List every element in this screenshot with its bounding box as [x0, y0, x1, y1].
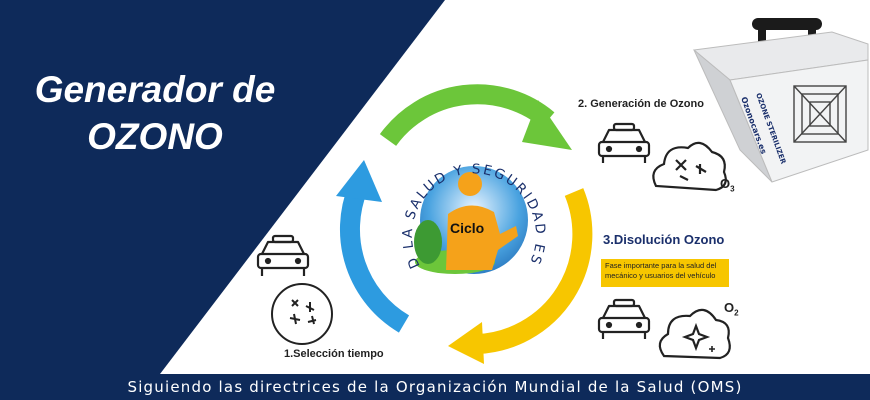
step-2-label: 2. Generación de Ozono [578, 98, 704, 110]
clean-cloud-icon [658, 308, 731, 360]
step-1-label: 1.Selección tiempo [284, 348, 384, 360]
yellow-cycle-arrow [448, 188, 593, 364]
o2-sub: 2 [734, 308, 739, 318]
o3-base: O [720, 176, 731, 191]
car-icon [597, 122, 651, 163]
green-cycle-arrow [379, 84, 572, 150]
ozone-formula: O3 [720, 176, 735, 194]
oxygen-formula: O2 [724, 300, 739, 318]
blue-cycle-arrow [336, 160, 410, 333]
center-label: Ciclo [450, 220, 485, 236]
step-3-label: 3.Disolución Ozono [603, 232, 725, 247]
center-photo [414, 166, 528, 274]
title-line-2: OZONO [87, 116, 223, 157]
ozone-generator-device: Ozonocars.es OZONE STERILIZER [692, 18, 869, 183]
page-title: Generador de OZONO [20, 66, 290, 160]
o2-base: O [724, 300, 735, 315]
virus-icon [271, 283, 333, 345]
title-line-1: Generador de [34, 69, 276, 110]
safety-note: Fase importante para la salud del mecáni… [601, 259, 729, 287]
car-icon [597, 298, 651, 339]
cloud-virus-icon [652, 141, 727, 192]
car-icon [256, 234, 310, 276]
o3-sub: 3 [730, 184, 735, 194]
footer-banner: Siguiendo las directrices de la Organiza… [0, 374, 870, 400]
